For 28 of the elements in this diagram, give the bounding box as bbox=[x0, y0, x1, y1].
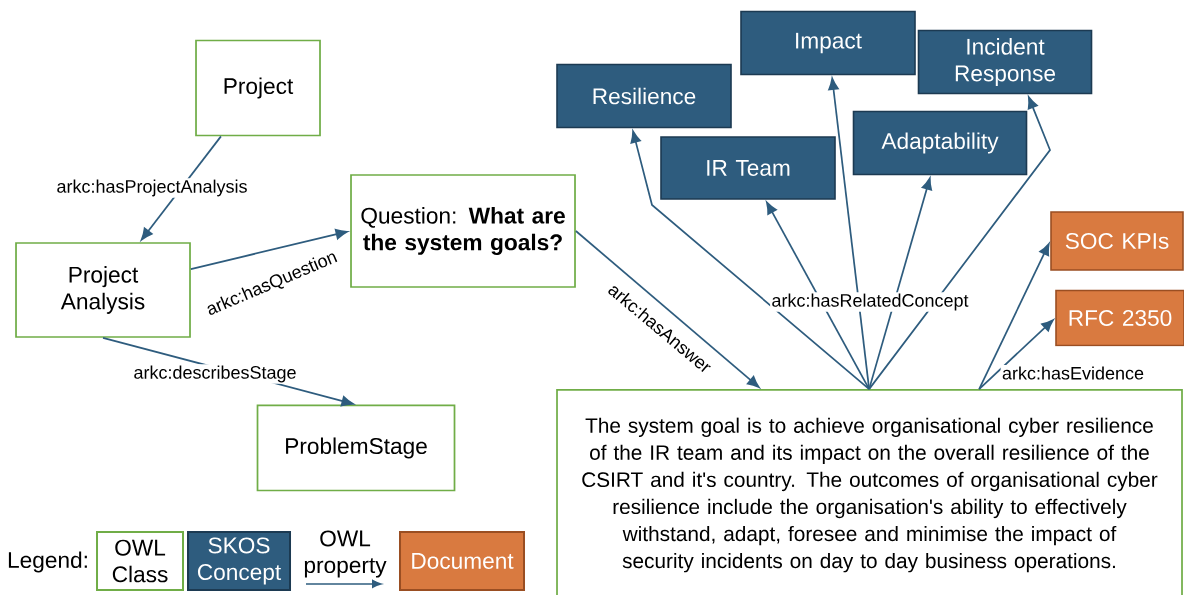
arrow bbox=[978, 319, 1054, 390]
concept-box: IR Team bbox=[660, 136, 836, 200]
arrow bbox=[766, 201, 870, 390]
arrow bbox=[978, 243, 1050, 390]
document-box: SOC KPIs bbox=[1050, 211, 1184, 271]
legend-label: OWL property bbox=[304, 530, 387, 578]
concept-box: Resilience bbox=[556, 63, 732, 129]
legend-title: Legend: bbox=[8, 551, 87, 573]
edge-label: arkc:hasRelatedConcept bbox=[770, 292, 970, 312]
arrow bbox=[630, 130, 870, 390]
class-box: Question: What are the system goals? bbox=[350, 174, 576, 288]
edge-label: arkc:hasProjectAnalysis bbox=[55, 178, 249, 198]
class-box: Project bbox=[195, 39, 321, 137]
class-box: ProblemStage bbox=[256, 404, 456, 492]
edge-label: arkc:describesStage bbox=[132, 364, 298, 384]
concept-box: Impact bbox=[740, 10, 916, 76]
concept-box: Incident Response bbox=[917, 29, 1093, 95]
arrow bbox=[828, 77, 870, 390]
arrow bbox=[868, 177, 932, 390]
class-box: Project Analysis bbox=[15, 242, 191, 338]
document-box: RFC 2350 bbox=[1055, 289, 1184, 347]
arrow bbox=[575, 230, 760, 388]
answer-box: The system goal is to achieve organisational cyber resilience of the IR team and its impact on the overall resilience of the CSIRT and it's country. The outcomes of organisational cyber resilience include the organisation's ability to effectively withstand, adapt, foresee and minimise the impact of security incidents on day to day business operations. bbox=[556, 389, 1183, 595]
arrow bbox=[868, 96, 1051, 390]
arrow bbox=[140, 135, 222, 241]
arrow bbox=[190, 229, 348, 270]
concept-box: Adaptability bbox=[852, 110, 1028, 176]
edge-label: arkc:hasEvidence bbox=[1000, 365, 1146, 381]
